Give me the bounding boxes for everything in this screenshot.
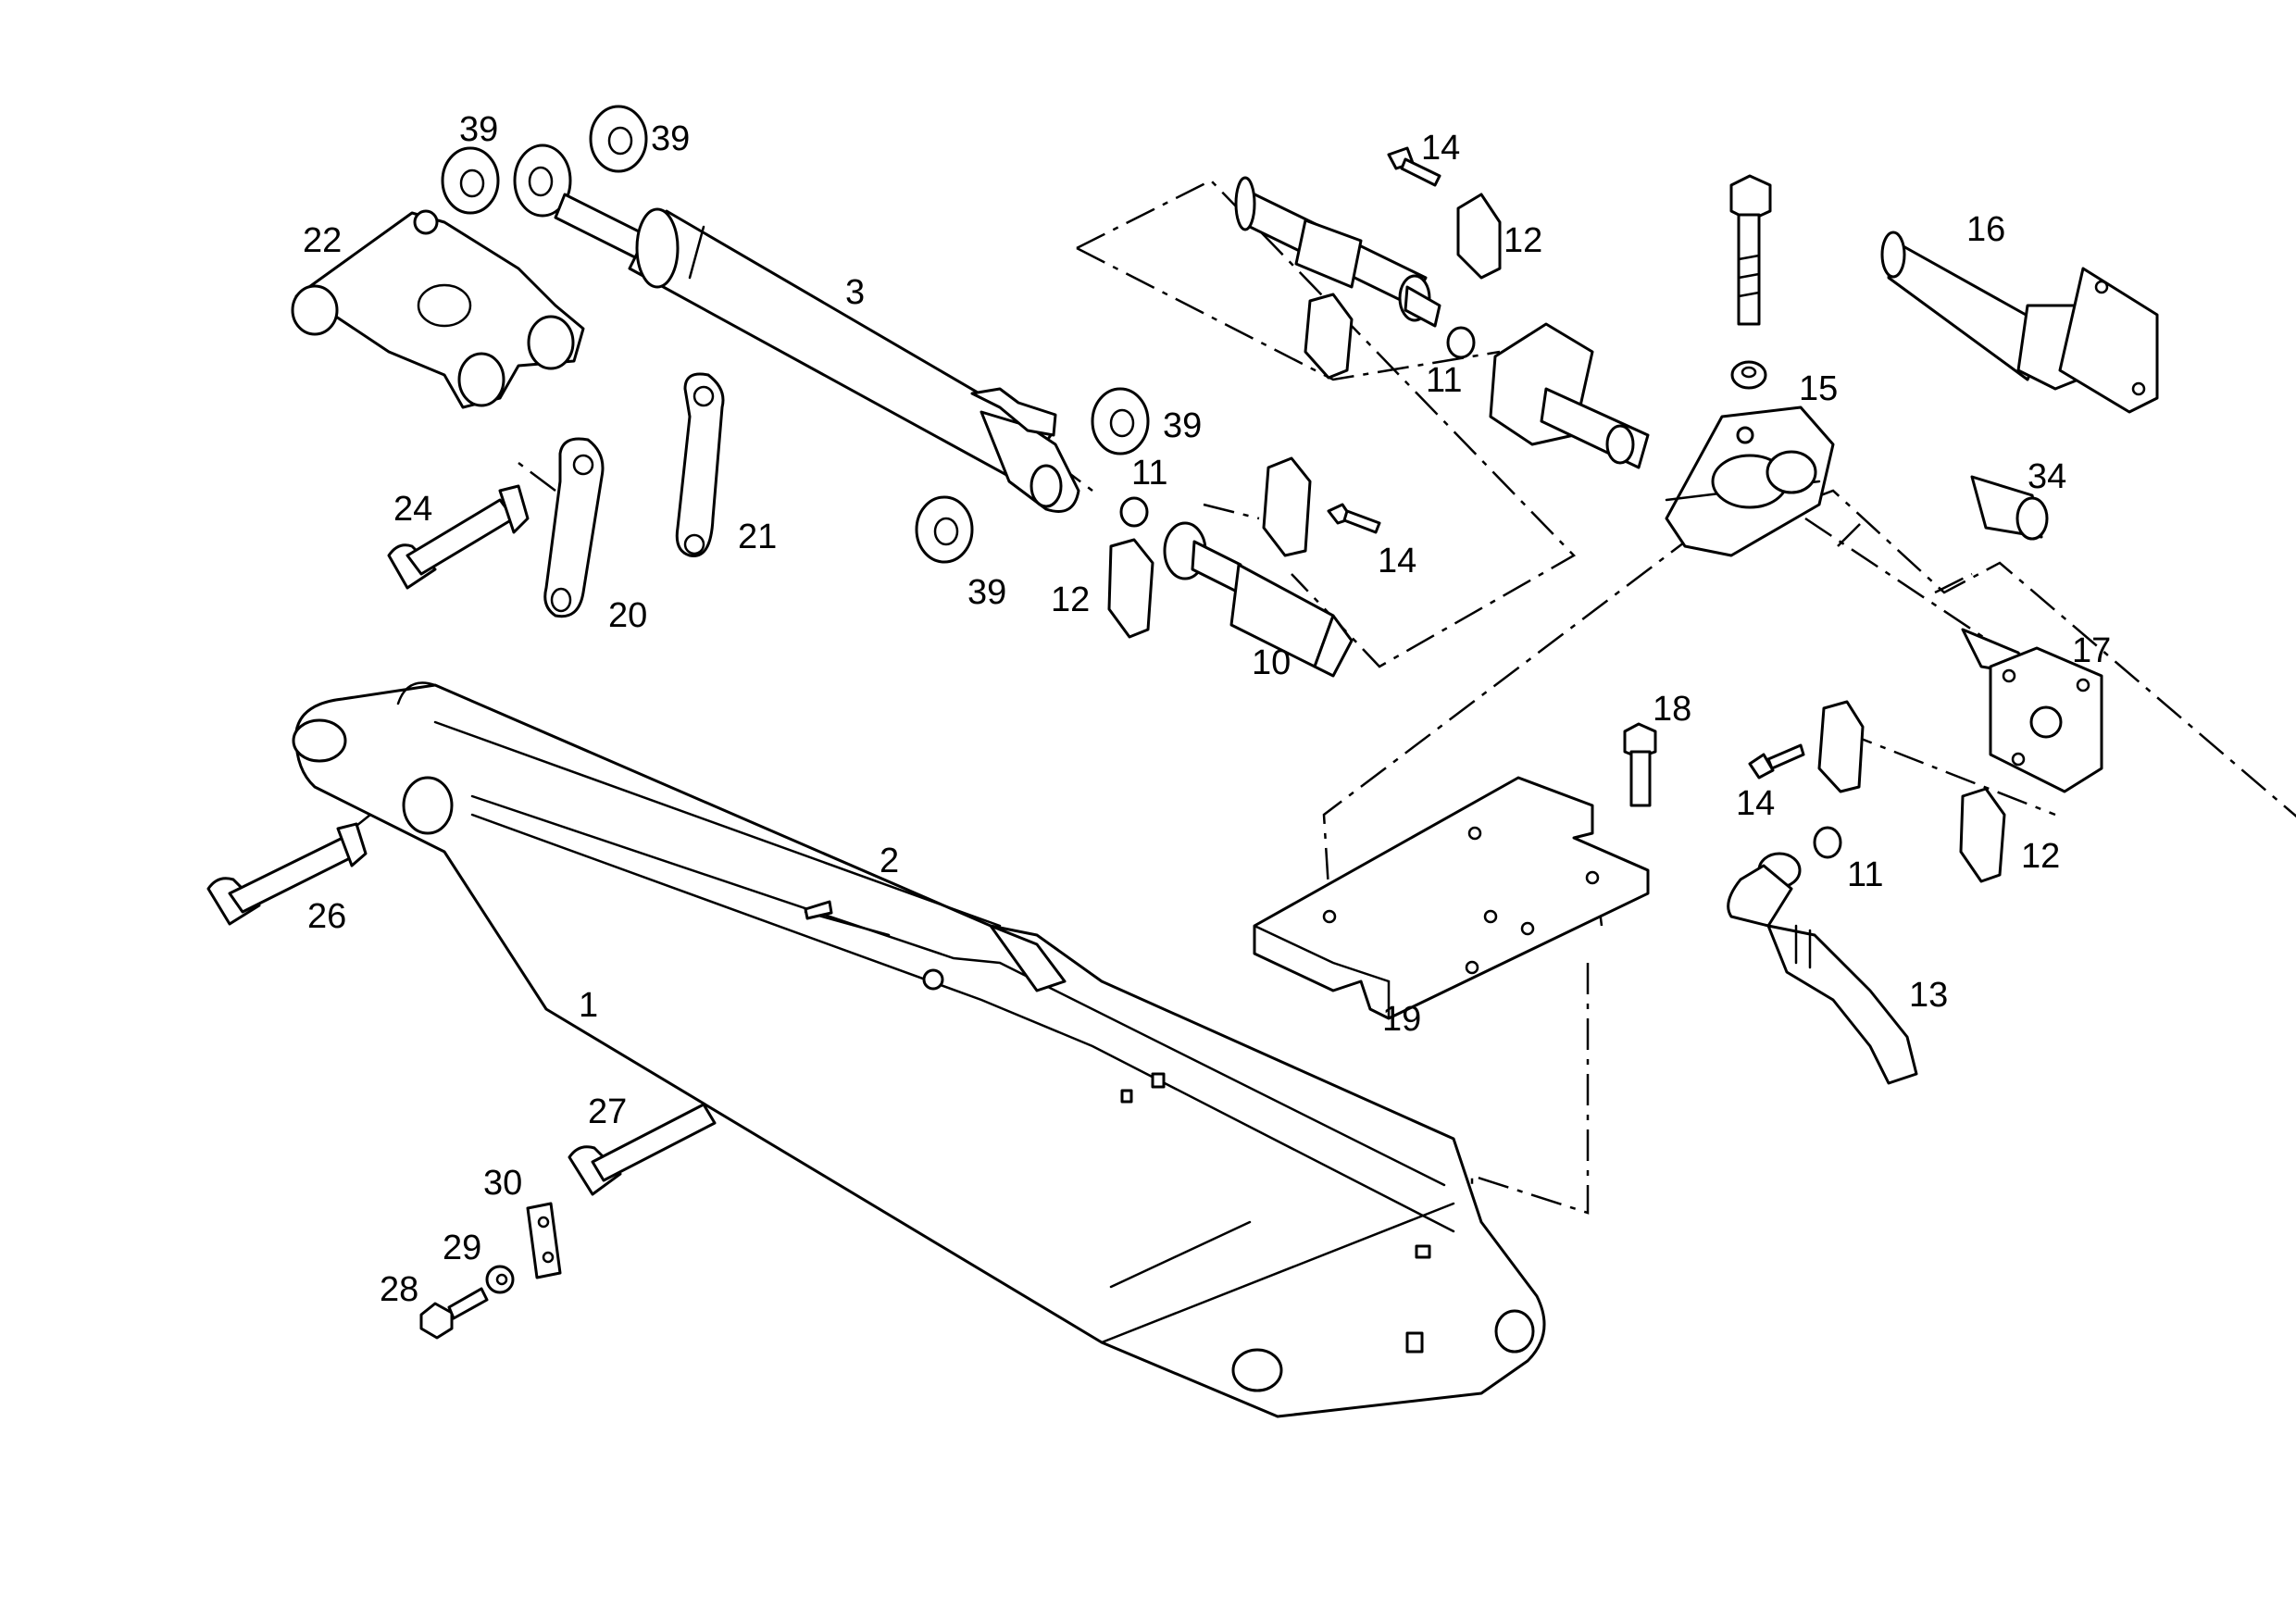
callout-12-right: 12 — [2021, 837, 2060, 876]
upper-pivot-pin — [1234, 176, 1441, 328]
part-39-washer-1 — [441, 146, 500, 215]
callout-11-right: 11 — [1847, 855, 1883, 894]
callout-labels: 1 2 3 10 11 11 11 12 12 12 13 14 14 14 1… — [303, 110, 2111, 1309]
callout-14-right: 14 — [1736, 784, 1775, 823]
part-16-pipe-flange — [1880, 231, 2159, 414]
callout-21: 21 — [738, 518, 777, 556]
callout-14-top: 14 — [1421, 129, 1460, 168]
callout-15: 15 — [1799, 369, 1838, 408]
callout-2: 2 — [880, 842, 899, 880]
part-39-washer-2 — [589, 105, 648, 173]
part-21-link — [675, 372, 725, 557]
callout-26: 26 — [307, 897, 346, 936]
callout-14-mid: 14 — [1378, 542, 1416, 580]
part-10-pivot-pin — [1163, 521, 1354, 678]
part-20-link — [543, 437, 605, 618]
part-14-capscrew-top — [1387, 146, 1441, 187]
part-3-hydraulic-cylinder — [513, 143, 1080, 513]
callout-39-c: 39 — [1163, 406, 1202, 445]
part-2-grease-nipple — [804, 900, 833, 920]
part-22-link — [291, 209, 585, 409]
part-15-clamp — [1665, 406, 1835, 557]
part-14-capscrew-right — [1748, 743, 1805, 780]
part-1-boom-arm — [292, 681, 1546, 1418]
part-12-half-flange-top — [1456, 193, 1502, 280]
callout-29: 29 — [443, 1229, 481, 1267]
callout-22: 22 — [303, 221, 342, 260]
callout-34: 34 — [2028, 457, 2066, 496]
part-12-half-flange-right — [1959, 787, 2006, 883]
part-14-capscrew-mid — [1327, 503, 1381, 534]
part-11-o-ring-right — [1813, 826, 1842, 859]
part-12-half-flange-left — [1304, 293, 1354, 380]
callout-10: 10 — [1252, 643, 1291, 682]
callout-11-mid: 11 — [1131, 454, 1167, 493]
part-29-washer — [485, 1265, 515, 1294]
part-27-pin — [568, 1103, 717, 1196]
callout-11-top: 11 — [1426, 361, 1462, 400]
clamp-bolt — [1729, 174, 1772, 326]
part-18-bolt — [1623, 722, 1657, 807]
callout-1: 1 — [579, 986, 598, 1025]
part-34-sleeve — [1970, 475, 2049, 541]
part-30-retainer-plate — [526, 1202, 562, 1279]
callout-28: 28 — [380, 1270, 418, 1309]
callout-27: 27 — [588, 1092, 627, 1131]
callout-30: 30 — [483, 1164, 522, 1203]
callout-13: 13 — [1909, 976, 1948, 1015]
callout-24: 24 — [393, 490, 432, 529]
part-11-o-ring-mid — [1119, 496, 1149, 528]
callout-39-b: 39 — [651, 119, 690, 158]
part-12-half-flange-mid-top — [1262, 456, 1312, 557]
callout-12-mid: 12 — [1051, 580, 1090, 619]
part-17-flange — [1961, 628, 2103, 793]
part-13-hose — [1727, 852, 1918, 1085]
part-26-pin — [206, 822, 368, 926]
part-15-washer — [1730, 360, 1767, 390]
part-11-o-ring-top — [1446, 326, 1476, 359]
callout-16: 16 — [1966, 210, 2005, 249]
part-12-half-flange-mid — [1107, 538, 1154, 639]
part-39-washer-4 — [915, 495, 974, 564]
part-12-half-flange-right-top — [1817, 700, 1865, 793]
callout-39-a: 39 — [459, 110, 498, 149]
part-19-mounting-plate — [1253, 776, 1650, 1020]
part-24-pin — [387, 484, 530, 590]
callout-20: 20 — [608, 596, 647, 635]
part-28-bolt — [419, 1287, 489, 1340]
callout-12-top: 12 — [1504, 221, 1542, 260]
flange-fitting-upper — [1489, 322, 1650, 469]
callout-18: 18 — [1653, 690, 1691, 729]
callout-3: 3 — [845, 273, 865, 312]
callout-39-d: 39 — [967, 573, 1006, 612]
callout-19: 19 — [1382, 1000, 1421, 1039]
part-39-washer-3 — [1091, 387, 1150, 455]
callout-17: 17 — [2072, 631, 2111, 670]
